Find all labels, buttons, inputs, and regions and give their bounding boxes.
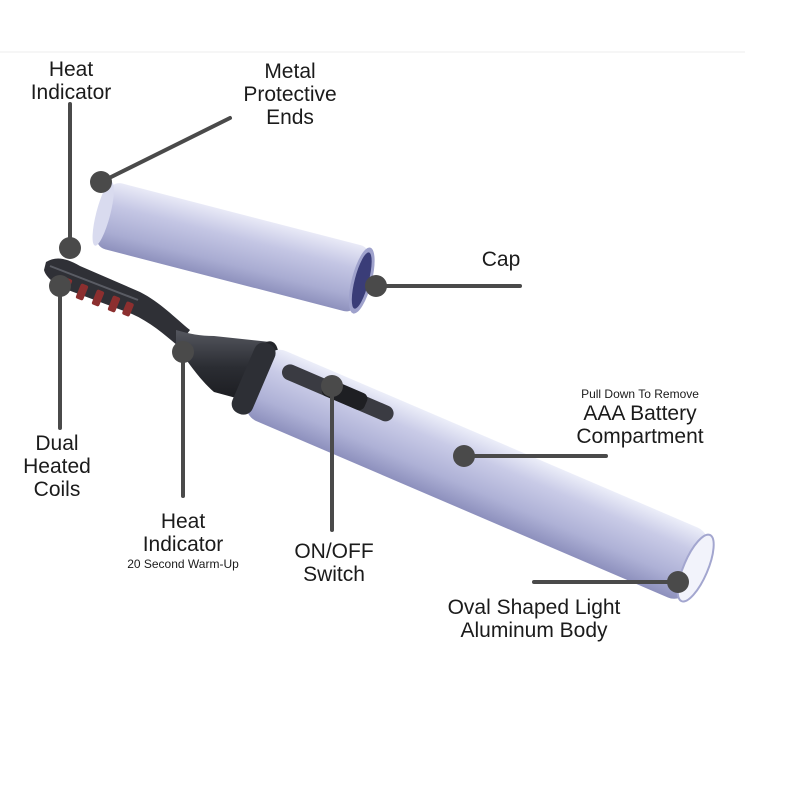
heated-coils [59,277,134,317]
label-body: Oval Shaped Light Aluminum Body [426,596,642,642]
label-line: Heat [48,58,94,81]
label-line: Oval Shaped Light [447,596,621,619]
dot-battery [453,445,475,467]
label-line: Coils [33,478,81,501]
dot-cap [365,275,387,297]
label-line: Metal [264,60,316,83]
label-line: Cap [481,248,521,271]
label-line: Ends [266,106,314,129]
label-battery: Pull Down To Remove AAA Battery Compartm… [556,386,724,448]
label-line: Protective [243,83,337,106]
dot-switch [321,375,343,397]
pointer-lines [58,102,680,584]
label-line: ON/OFF [294,540,374,563]
dot-body [667,571,689,593]
body-part [231,342,715,603]
pointer-dots [49,171,689,593]
curler-head [44,258,190,346]
label-line: Heated [23,455,91,478]
label-note: 20 Second Warm-Up [127,557,239,571]
cap-shell [96,183,370,312]
label-line: Heat [160,510,206,533]
label-coils: Dual Heated Coils [10,432,104,501]
label-line: Dual [35,432,79,455]
dot-coils [49,275,71,297]
dot-metal-ends [90,171,112,193]
label-line: Aluminum Body [460,619,608,642]
label-heat-indicator-mid: Heat Indicator 20 Second Warm-Up [112,510,254,572]
label-switch: ON/OFF Switch [280,540,388,586]
label-line: Indicator [30,81,112,104]
label-cap: Cap [470,248,532,271]
cap-opening [351,252,372,309]
dot-heat-indicator-mid [172,341,194,363]
label-heat-indicator-top: Heat Indicator [22,58,120,104]
body-shell [246,349,708,599]
label-line: AAA Battery [583,402,697,425]
label-note: Pull Down To Remove [581,387,699,401]
label-line: Compartment [576,425,704,448]
cap-part [92,181,375,314]
cap-end [92,181,114,246]
label-line: Switch [303,563,365,586]
label-metal-ends: Metal Protective Ends [232,60,348,129]
dot-heat-indicator-top [59,237,81,259]
label-line: Indicator [142,533,224,556]
body-collar [231,342,276,415]
